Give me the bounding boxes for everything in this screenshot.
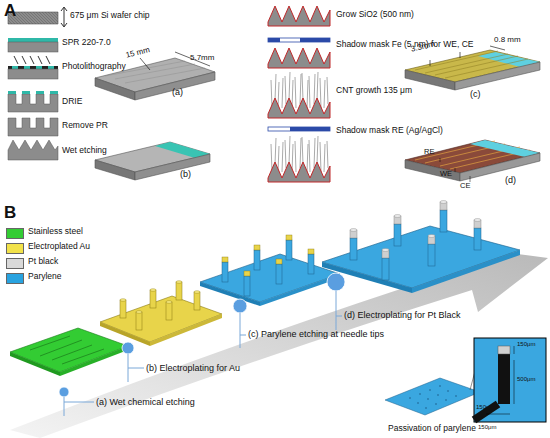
legend-swatch <box>6 243 24 254</box>
electrode-label: RE <box>424 148 434 156</box>
step-label: Shadow mask RE (Ag/AgCl) <box>336 126 443 135</box>
dimension-label: 500μm <box>517 376 535 383</box>
legend-text: Parylene <box>28 272 62 281</box>
step-label: 675 μm Si wafer chip <box>70 11 150 20</box>
legend-text: Electroplated Au <box>28 242 90 251</box>
step-label: DRIE <box>62 97 82 106</box>
step-label: (a) Wet chemical etching <box>96 398 195 408</box>
step-label: SPR 220-7.0 <box>62 38 111 47</box>
chip-label: (a) <box>172 88 183 98</box>
legend-text: Pt black <box>28 257 58 266</box>
dimension-label: 15 mm <box>125 46 151 60</box>
step-label: Wet etching <box>62 146 107 155</box>
step-label: CNT growth 135 μm <box>336 86 412 95</box>
dimension-label: 0.8 mm <box>494 36 521 45</box>
dimension-label: 150μm <box>476 404 494 411</box>
panel-letter: A <box>4 2 16 21</box>
step-label: Shadow mask Fe (5 nm) for WE, CE <box>336 40 473 49</box>
legend-swatch <box>6 228 24 239</box>
dimension-label: 150μm <box>517 341 535 348</box>
legend-swatch <box>6 258 24 269</box>
step-label: Remove PR <box>62 121 108 130</box>
legend-swatch <box>6 273 24 284</box>
dimension-label: 5.7mm <box>190 54 214 63</box>
chip-label: (c) <box>470 90 481 100</box>
chip-label: (b) <box>180 170 191 180</box>
step-label: (b) Electroplating for Au <box>146 364 240 374</box>
step-label: Grow SiO2 (500 nm) <box>336 10 414 19</box>
step-label: Photolithography <box>62 62 126 71</box>
step-label: Passivation of parylene <box>388 424 476 433</box>
panel-letter: B <box>4 204 16 223</box>
legend-text: Stainless steel <box>28 227 83 236</box>
chip-label: (d) <box>505 176 516 186</box>
step-label: (d) Electroplating for Pt Black <box>344 311 461 321</box>
step-label: (c) Parylene etching at needle tips <box>248 330 384 340</box>
dimension-label: 150μm <box>478 424 496 431</box>
electrode-label: WE <box>440 170 452 178</box>
electrode-label: CE <box>460 182 470 190</box>
